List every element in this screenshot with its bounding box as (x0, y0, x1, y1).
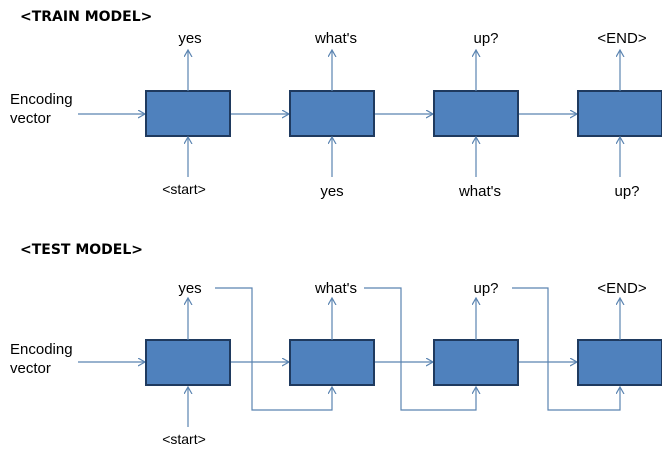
train-output-label-4: <END> (597, 30, 646, 47)
test-output-label-1: yes (178, 280, 201, 297)
train-output-label-3: up? (473, 30, 498, 47)
test-rnn-cell-1 (145, 339, 231, 386)
train-model-title: <TRAIN MODEL> (20, 9, 152, 25)
train-input-label-4: up? (614, 183, 639, 200)
test-output-label-2: what's (314, 280, 357, 297)
test-feedback-arrow-2 (364, 287, 476, 411)
test-rnn-cell-4 (577, 339, 662, 386)
train-model-section: <TRAIN MODEL> Encoding vector yes what's… (10, 9, 662, 200)
test-rnn-cell-3 (433, 339, 519, 386)
train-vector-label: vector (10, 110, 51, 127)
test-model-section: <TEST MODEL> Encoding vector yes what's … (10, 242, 662, 447)
test-vector-label: vector (10, 360, 51, 377)
test-feedback-arrow-3 (512, 287, 620, 411)
test-output-label-3: up? (473, 280, 498, 297)
train-encoding-label: Encoding (10, 91, 73, 108)
train-input-label-1: <start> (162, 181, 206, 197)
test-feedback-arrow-1 (215, 287, 332, 411)
test-model-title: <TEST MODEL> (20, 242, 143, 258)
train-rnn-cell-4 (577, 90, 662, 137)
train-output-label-1: yes (178, 30, 201, 47)
train-rnn-cell-2 (289, 90, 375, 137)
test-output-label-4: <END> (597, 280, 646, 297)
test-rnn-cell-2 (289, 339, 375, 386)
test-encoding-label: Encoding (10, 341, 73, 358)
train-input-label-3: what's (458, 183, 501, 200)
test-input-label-1: <start> (162, 431, 206, 447)
train-input-label-2: yes (320, 183, 343, 200)
train-rnn-cell-1 (145, 90, 231, 137)
train-output-label-2: what's (314, 30, 357, 47)
train-rnn-cell-3 (433, 90, 519, 137)
